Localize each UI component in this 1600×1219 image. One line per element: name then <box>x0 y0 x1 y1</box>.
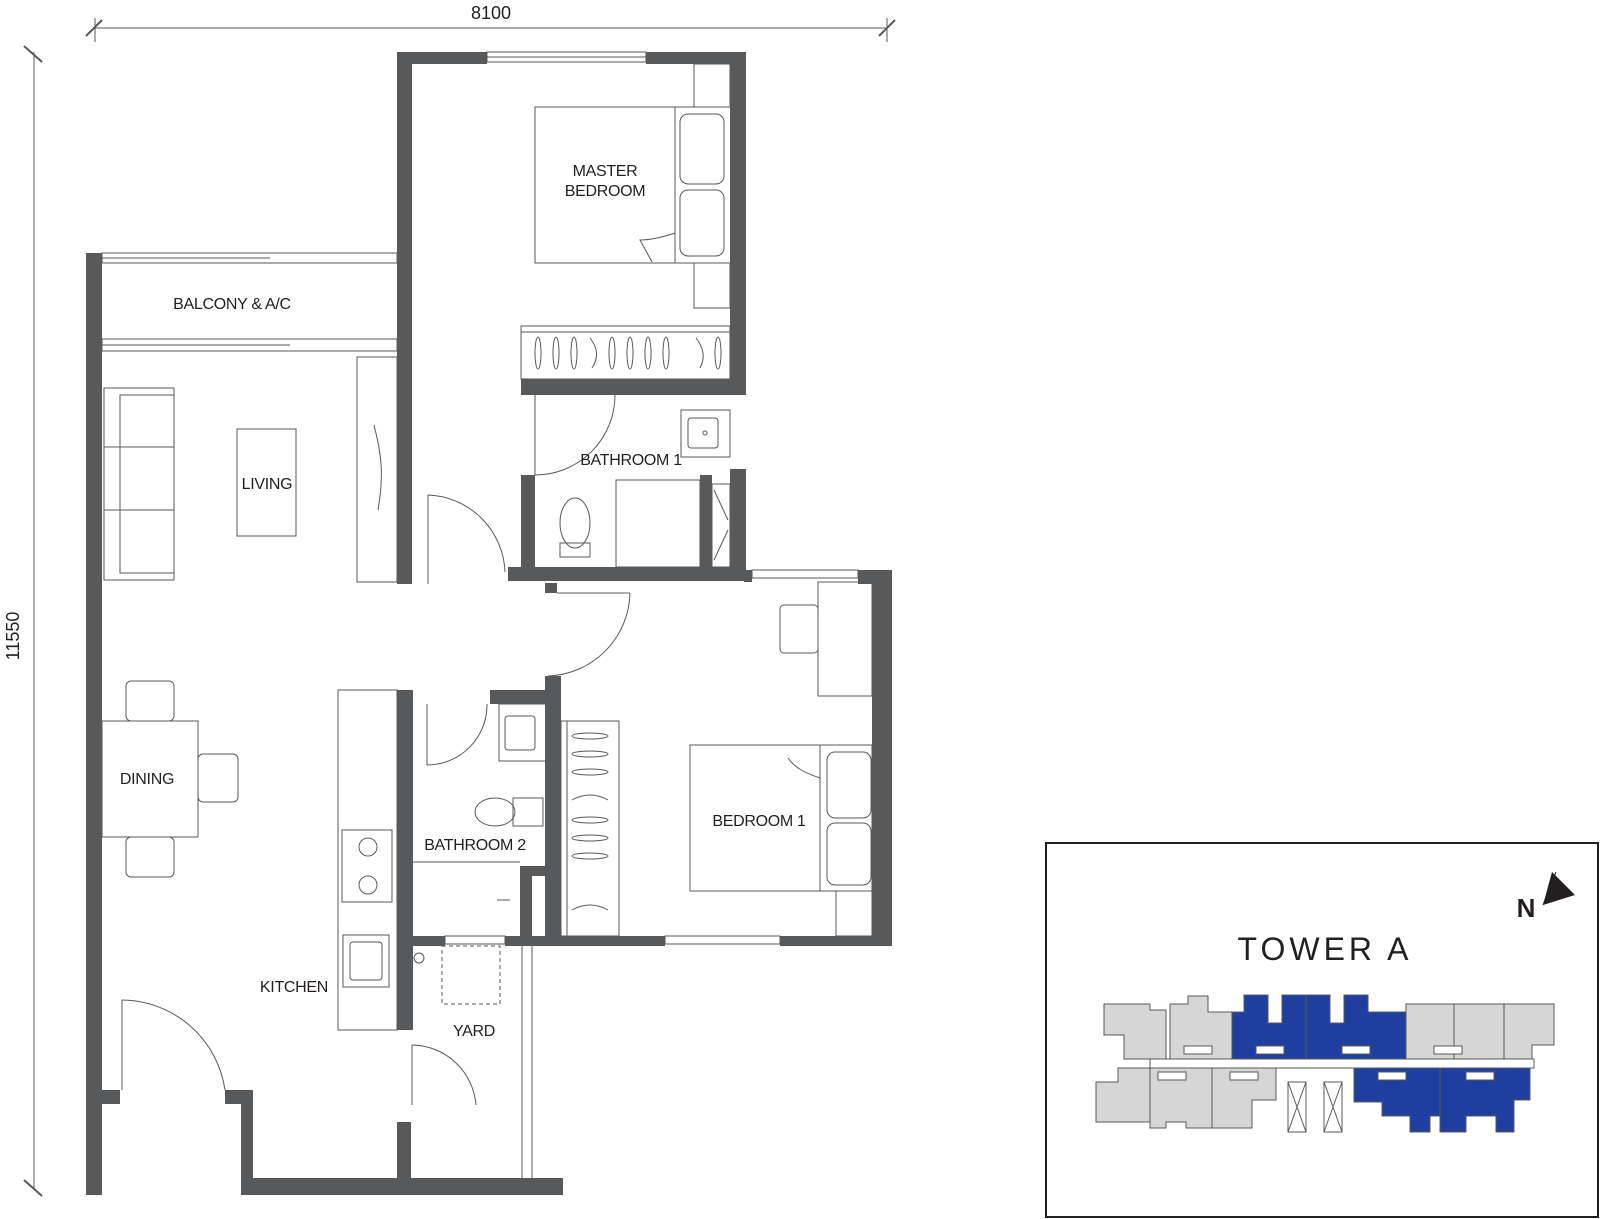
kitchen-label: KITCHEN <box>260 979 328 996</box>
bedroom-1-bed <box>689 581 873 937</box>
master-wardrobe <box>520 325 731 380</box>
bathroom-2-label: BATHROOM 2 <box>424 837 526 854</box>
height-dimension: 11550 <box>3 45 43 1197</box>
tower-units <box>1095 994 1555 1133</box>
kitchen-counter <box>337 689 398 1031</box>
master-bedroom-label-1: MASTER <box>573 163 638 180</box>
hangers <box>534 336 722 370</box>
width-label: 8100 <box>471 3 511 23</box>
dining-table <box>101 680 239 878</box>
doors <box>121 494 631 1106</box>
living-label: LIVING <box>242 476 293 493</box>
bedroom-1-label: BEDROOM 1 <box>712 813 806 830</box>
dining-label: DINING <box>120 771 174 788</box>
master-bedroom-label-2: BEDROOM <box>565 183 646 200</box>
yard-label: YARD <box>453 1023 495 1040</box>
bathroom-1-label: BATHROOM 1 <box>580 452 682 469</box>
height-label: 11550 <box>3 612 23 661</box>
key-plan: TOWER A N <box>1045 842 1599 1218</box>
bathroom-1-fixtures <box>534 394 731 568</box>
balcony-label: BALCONY & A/C <box>173 296 291 313</box>
windows <box>101 51 859 945</box>
room-labels: MASTER BEDROOM BALCONY & A/C LIVING BATH… <box>120 163 806 1040</box>
living-furniture <box>103 356 398 583</box>
bathroom-2-fixtures <box>413 703 547 901</box>
master-bed <box>534 63 732 309</box>
north-arrow-icon: N <box>1517 871 1575 923</box>
key-plan-title: TOWER A <box>1238 931 1413 967</box>
walls <box>86 52 892 1195</box>
width-dimension: 8100 <box>85 3 896 42</box>
north-label: N <box>1517 893 1536 923</box>
yard-fixtures <box>413 945 533 1178</box>
bedroom-1-wardrobe <box>560 720 620 937</box>
